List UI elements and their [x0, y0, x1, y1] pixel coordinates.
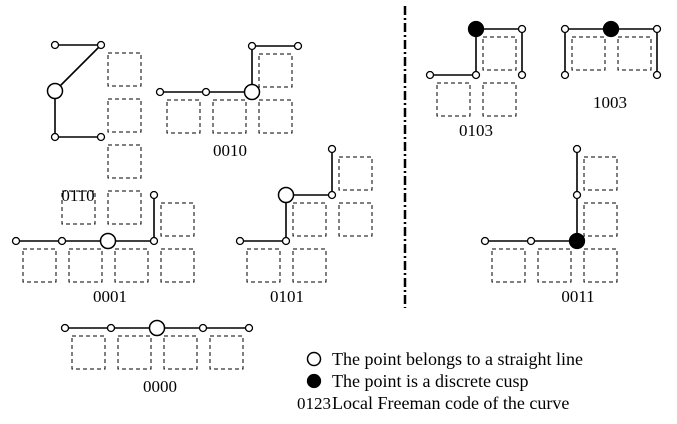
legend-cusp: The point is a discrete cusp: [332, 371, 528, 391]
straight-line-point: [148, 319, 166, 337]
curve-point: [572, 144, 582, 154]
curve-point: [235, 236, 245, 246]
code-label-0000: 0000: [143, 377, 177, 396]
pixel-square: [61, 190, 96, 225]
pixel-square: [491, 248, 526, 283]
pixel-square: [160, 202, 195, 237]
straight-line-point: [99, 232, 117, 250]
curve-point: [50, 132, 60, 142]
cusp-point: [467, 20, 485, 38]
curve-point: [155, 87, 165, 97]
curve-point: [96, 40, 106, 50]
pixel-square: [107, 98, 142, 133]
curve-point: [471, 70, 481, 80]
pixel-square: [22, 248, 57, 283]
pixel-square: [166, 99, 201, 134]
curve-point: [327, 190, 337, 200]
open-point-icon: [306, 351, 322, 367]
curve-point: [149, 236, 159, 246]
curve-point: [526, 236, 536, 246]
config-0101: [235, 144, 373, 283]
curve-point: [201, 87, 211, 97]
pixel-square: [71, 335, 106, 370]
straight-line-point: [46, 82, 64, 100]
pixel-square: [482, 36, 517, 71]
pixel-square: [482, 82, 517, 117]
curve-point: [480, 236, 490, 246]
pixel-square: [107, 190, 142, 225]
curve-point: [60, 323, 70, 333]
curve-point: [244, 323, 254, 333]
curve-point: [560, 24, 570, 34]
curve-point: [57, 236, 67, 246]
pixel-square: [583, 202, 618, 237]
code-label-0001: 0001: [93, 287, 127, 306]
code-label-0011: 0011: [561, 287, 594, 306]
pixel-square: [107, 144, 142, 179]
code-label-0110: 0110: [61, 186, 94, 205]
pixel-square: [163, 335, 198, 370]
pixel-square: [292, 202, 327, 237]
legend-code-desc: Local Freeman code of the curve: [332, 393, 569, 413]
pixel-square: [68, 248, 103, 283]
pixel-square: [160, 248, 195, 283]
code-label-1003: 1003: [593, 93, 627, 112]
pixel-square: [246, 248, 281, 283]
curve-point: [106, 323, 116, 333]
straight-line-point: [277, 186, 295, 204]
pixel-square: [583, 156, 618, 191]
curve-point: [50, 40, 60, 50]
curve-point: [149, 190, 159, 200]
curve-point: [560, 70, 570, 80]
curve-point: [293, 41, 303, 51]
curve-segment: [54, 44, 102, 92]
curve-point: [198, 323, 208, 333]
pixel-square: [258, 53, 293, 88]
curve-point: [517, 70, 527, 80]
pixel-square: [338, 156, 373, 191]
config-0000: [60, 319, 254, 370]
curve-point: [327, 144, 337, 154]
curve-point: [11, 236, 21, 246]
filled-point-icon: [306, 373, 322, 389]
pixel-square: [583, 248, 618, 283]
legend-code-sample: 0123: [297, 394, 331, 413]
cusp-point: [602, 20, 620, 38]
straight-line-point: [243, 83, 261, 101]
code-label-0101: 0101: [270, 287, 304, 306]
pixel-square: [209, 335, 244, 370]
legend: The point belongs to a straight line The…: [297, 349, 583, 413]
pixel-square: [212, 99, 247, 134]
pixel-square: [537, 248, 572, 283]
curve-point: [96, 132, 106, 142]
pixel-square: [258, 99, 293, 134]
code-label-0010: 0010: [213, 141, 247, 160]
config-1003: [560, 20, 662, 80]
config-0103: [425, 20, 527, 117]
code-label-0103: 0103: [459, 121, 493, 140]
curve-point: [425, 70, 435, 80]
pixel-square: [117, 335, 152, 370]
pixel-square: [292, 248, 327, 283]
pixel-square: [338, 202, 373, 237]
config-0110: [46, 40, 142, 225]
curve-point: [247, 41, 257, 51]
curve-point: [281, 236, 291, 246]
pixel-square: [114, 248, 149, 283]
curve-point: [652, 70, 662, 80]
config-0011: [480, 144, 618, 283]
curve-point: [652, 24, 662, 34]
pixel-square: [617, 36, 652, 71]
curve-point: [517, 24, 527, 34]
legend-straight: The point belongs to a straight line: [332, 349, 583, 369]
pixel-square: [436, 82, 471, 117]
pixel-square: [107, 52, 142, 87]
pixel-square: [571, 36, 606, 71]
config-0010: [155, 41, 303, 134]
cusp-point: [568, 232, 586, 250]
curve-point: [572, 190, 582, 200]
config-0001: [11, 190, 195, 283]
